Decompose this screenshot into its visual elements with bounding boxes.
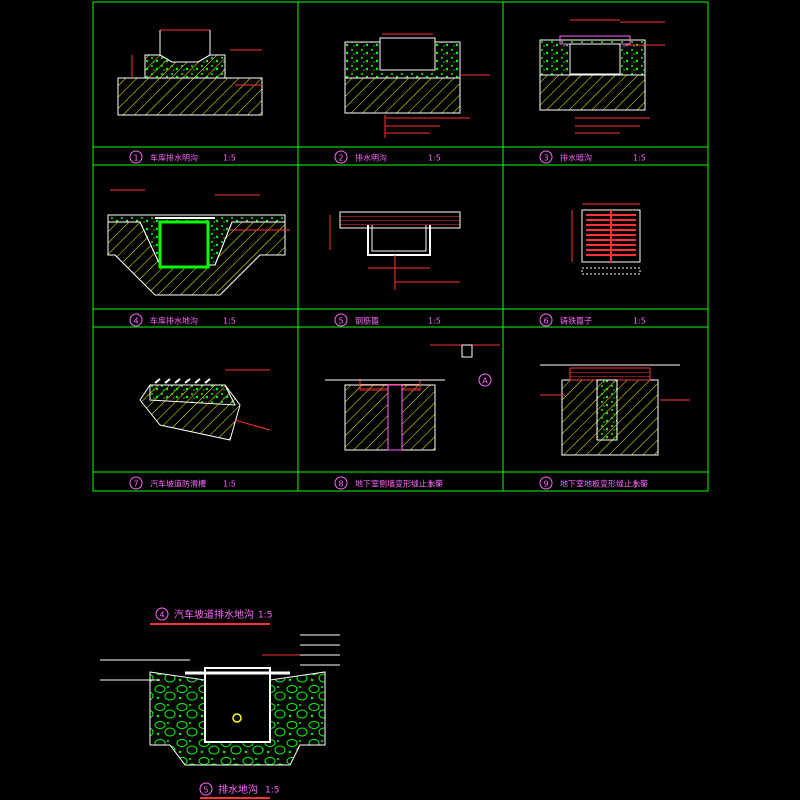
lower-top-number-circle	[155, 607, 169, 621]
detail-a-circle	[478, 373, 492, 387]
panel-4-drawing	[107, 189, 290, 296]
panel-8-scale: 1:5	[428, 480, 441, 489]
lower-top-scale: 1:5	[258, 611, 272, 621]
panel-9-number: 9	[543, 480, 548, 489]
panel-7-number: 7	[133, 480, 138, 489]
panel-5-title: 钢筋篦	[355, 316, 379, 326]
panel-8-title: 地下室侧墙变形缝止水带	[355, 479, 443, 489]
panel-3-title: 排水暗沟	[560, 153, 592, 163]
panel-9-scale: 1:5	[633, 480, 646, 489]
panel-3-scale: 1:5	[633, 154, 646, 163]
panel-7-scale: 1:5	[223, 480, 236, 489]
panel-1-drawing	[117, 29, 263, 116]
lower-bottom-number-circle	[199, 782, 213, 796]
panel-2-number: 2	[338, 154, 343, 163]
lower-bottom-title: 排水地沟	[218, 783, 258, 796]
panel-4-number-circle	[129, 313, 143, 327]
panel-4-number: 4	[133, 317, 138, 326]
panel-5-number: 5	[338, 317, 343, 326]
panel-1-scale: 1:5	[223, 154, 236, 163]
panel-9-title: 地下室地板变形缝止水带	[560, 479, 648, 489]
panel-6-number: 6	[543, 317, 548, 326]
panel-8-drawing	[325, 344, 500, 451]
panel-6-scale: 1:5	[633, 317, 646, 326]
panel-5-scale: 1:5	[428, 317, 441, 326]
panel-5-drawing	[329, 211, 461, 290]
panel-2-scale: 1:5	[428, 154, 441, 163]
panel-6-title: 铸铁篦子	[560, 316, 592, 326]
panel-2-title: 排水明沟	[355, 153, 387, 163]
panel-6-drawing	[571, 203, 641, 275]
panel-1-title: 车库排水明沟	[150, 153, 198, 163]
panel-3-number: 3	[543, 154, 548, 163]
panel-9-number-circle	[539, 476, 553, 490]
panel-7-drawing	[139, 369, 271, 441]
panel-3-number-circle	[539, 150, 553, 164]
lower-top-number: 4	[159, 611, 164, 620]
panel-7-title: 汽车坡道防滑槽	[150, 479, 206, 489]
panel-7-number-circle	[129, 476, 143, 490]
sheet-frame	[92, 1, 709, 492]
lower-top-title: 汽车坡道排水地沟	[174, 608, 254, 621]
panel-8-number-circle	[334, 476, 348, 490]
lower-bottom-number: 5	[203, 786, 208, 795]
detail-a-label: A	[482, 377, 488, 386]
panel-8-number: 8	[338, 480, 343, 489]
panel-3-drawing	[539, 19, 665, 134]
panel-4-scale: 1:5	[223, 317, 236, 326]
lower-bottom-scale: 1:5	[265, 786, 279, 796]
panel-1-number-circle	[129, 150, 143, 164]
panel-1-number: 1	[133, 154, 138, 163]
panel-2-number-circle	[334, 150, 348, 164]
panel-6-number-circle	[539, 313, 553, 327]
panel-5-number-circle	[334, 313, 348, 327]
lower-drain-detail	[100, 634, 340, 766]
panel-2-drawing	[344, 33, 490, 138]
panel-4-title: 车库排水地沟	[150, 316, 198, 326]
panel-9-drawing	[540, 364, 690, 456]
